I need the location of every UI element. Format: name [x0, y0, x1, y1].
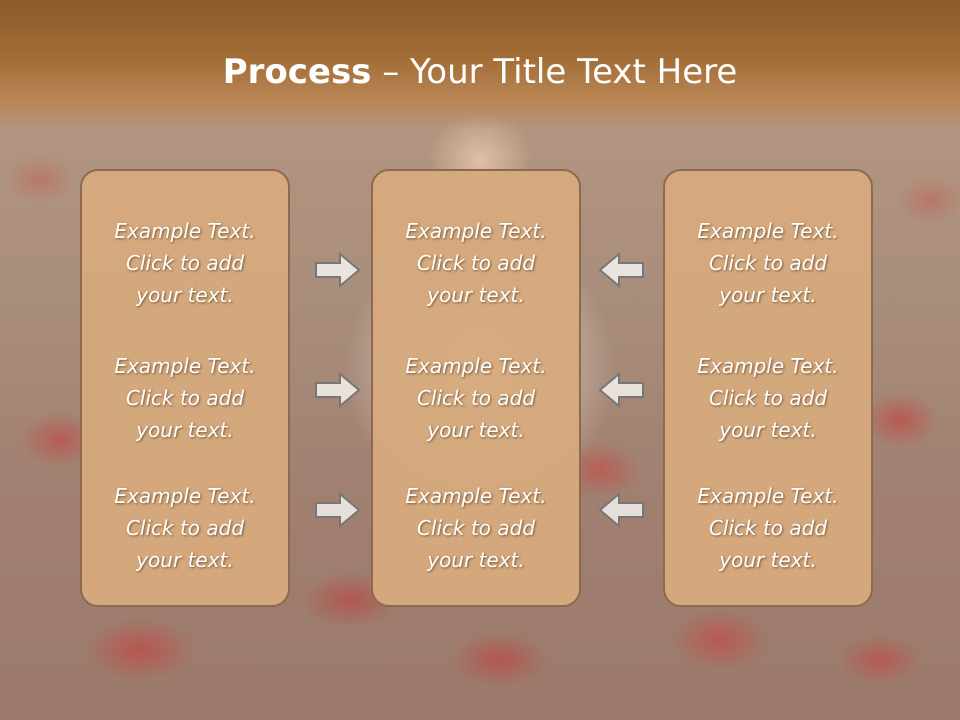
item-line: Example Text. — [114, 219, 256, 243]
process-box-2-item-3[interactable]: Example Text. Click to add your text. — [373, 480, 579, 576]
item-line: your text. — [136, 548, 234, 572]
process-box-1-item-1[interactable]: Example Text. Click to add your text. — [82, 215, 288, 311]
arrow-right-icon — [315, 371, 361, 409]
item-line: your text. — [136, 418, 234, 442]
process-box-1-item-3[interactable]: Example Text. Click to add your text. — [82, 480, 288, 576]
item-line: Example Text. — [114, 354, 256, 378]
item-line: Click to add — [125, 251, 245, 275]
arrow-right-icon — [315, 251, 361, 289]
slide-title[interactable]: Process – Your Title Text Here — [0, 52, 960, 92]
item-line: your text. — [136, 283, 234, 307]
item-line: your text. — [719, 548, 817, 572]
item-line: Click to add — [708, 251, 828, 275]
process-box-2[interactable]: Example Text. Click to add your text. Ex… — [371, 169, 581, 607]
item-line: your text. — [427, 418, 525, 442]
item-line: your text. — [719, 418, 817, 442]
process-box-3-item-2[interactable]: Example Text. Click to add your text. — [665, 350, 871, 446]
arrow-left-icon — [598, 251, 644, 289]
item-line: your text. — [427, 548, 525, 572]
process-box-3[interactable]: Example Text. Click to add your text. Ex… — [663, 169, 873, 607]
process-box-3-item-3[interactable]: Example Text. Click to add your text. — [665, 480, 871, 576]
process-box-2-item-2[interactable]: Example Text. Click to add your text. — [373, 350, 579, 446]
slide-title-rest: – Your Title Text Here — [371, 52, 738, 92]
item-line: Click to add — [416, 251, 536, 275]
process-box-3-item-1[interactable]: Example Text. Click to add your text. — [665, 215, 871, 311]
item-line: Click to add — [125, 516, 245, 540]
item-line: Click to add — [125, 386, 245, 410]
arrow-right-icon — [315, 491, 361, 529]
slide-title-bold: Process — [222, 52, 372, 92]
process-box-2-item-1[interactable]: Example Text. Click to add your text. — [373, 215, 579, 311]
arrow-left-icon — [598, 371, 644, 409]
item-line: Click to add — [416, 516, 536, 540]
item-line: Example Text. — [405, 484, 547, 508]
item-line: your text. — [427, 283, 525, 307]
item-line: Example Text. — [697, 219, 839, 243]
item-line: Click to add — [708, 386, 828, 410]
item-line: Click to add — [416, 386, 536, 410]
item-line: Click to add — [708, 516, 828, 540]
process-box-1[interactable]: Example Text. Click to add your text. Ex… — [80, 169, 290, 607]
process-box-1-item-2[interactable]: Example Text. Click to add your text. — [82, 350, 288, 446]
item-line: Example Text. — [405, 219, 547, 243]
item-line: Example Text. — [697, 354, 839, 378]
item-line: your text. — [719, 283, 817, 307]
item-line: Example Text. — [697, 484, 839, 508]
title-banner — [0, 0, 960, 130]
item-line: Example Text. — [114, 484, 256, 508]
item-line: Example Text. — [405, 354, 547, 378]
arrow-left-icon — [598, 491, 644, 529]
